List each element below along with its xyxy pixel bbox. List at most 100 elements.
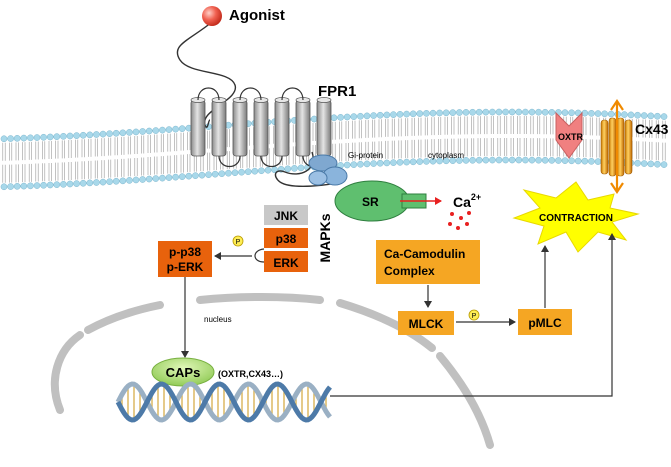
- lipid-head-inner: [469, 156, 476, 164]
- lipid-tails: [55, 140, 59, 181]
- lipid-head-inner: [132, 176, 140, 184]
- transmembrane-helix: [274, 99, 290, 157]
- phospho-label-mapk: P: [236, 239, 241, 246]
- pmlc-box: [518, 309, 572, 335]
- pmlc-label: pMLC: [528, 316, 562, 330]
- lipid-tails: [477, 116, 481, 157]
- lipid-tails: [207, 130, 211, 171]
- contraction-label: CONTRACTION: [539, 213, 613, 224]
- lipid-tails: [121, 136, 125, 177]
- lipid-head-outer: [79, 131, 87, 139]
- mapks-label: MAPKs: [317, 213, 333, 262]
- transmembrane-helix: [253, 99, 269, 157]
- lipid-head-outer: [436, 109, 443, 117]
- caps-targets-label: (OXTR,CX43…): [218, 369, 283, 379]
- lipid-head-outer: [601, 110, 608, 118]
- lipid-head-outer: [548, 109, 556, 116]
- lipid-head-inner: [396, 159, 404, 166]
- lipid-head-outer: [541, 108, 549, 116]
- lipid-head-outer: [634, 111, 641, 119]
- lipid-head-inner: [495, 156, 503, 164]
- lipid-head-inner: [13, 183, 21, 190]
- lipid-head-outer: [132, 128, 140, 136]
- lipid-tails: [94, 138, 98, 179]
- lipid-head-outer: [13, 135, 21, 142]
- lipid-head-inner: [0, 183, 8, 191]
- lipid-head-outer: [581, 109, 589, 117]
- lipid-head-inner: [370, 160, 377, 167]
- lipid-tails: [180, 132, 184, 173]
- lipid-head-outer: [621, 111, 628, 118]
- mlck-box: [398, 311, 454, 335]
- lipid-head-inner: [165, 174, 173, 181]
- lipid-tails: [292, 124, 296, 165]
- cytoplasm-label: cytoplasm: [428, 151, 464, 160]
- lipid-head-inner: [561, 157, 569, 164]
- erk-label: ERK: [273, 256, 299, 270]
- lipid-head-outer: [350, 113, 358, 120]
- lipid-head-outer: [535, 108, 542, 116]
- lipid-head-inner: [409, 158, 417, 166]
- phospho-label-mlck: P: [472, 313, 477, 320]
- lipid-tails: [451, 116, 455, 157]
- pp38-label: p-p38: [169, 245, 201, 259]
- lipid-head-outer: [106, 130, 113, 137]
- lipid-head-inner: [66, 180, 74, 188]
- p38-label: p38: [276, 232, 297, 246]
- lipid-head-inner: [244, 168, 252, 175]
- mlck-label: MLCK: [409, 317, 444, 331]
- lipid-head-outer: [310, 115, 318, 123]
- lipid-head-inner: [343, 161, 351, 169]
- dna-strand-front: [115, 381, 332, 423]
- lipid-head-inner: [515, 156, 523, 164]
- lipid-tails: [352, 120, 356, 161]
- lipid-tails: [589, 117, 593, 158]
- extracellular-loop: [281, 87, 304, 101]
- ca-label: Ca2+: [453, 192, 481, 210]
- lipid-head-outer: [376, 111, 384, 119]
- lipid-tails: [75, 139, 79, 180]
- lipid-head-inner: [73, 180, 80, 187]
- lipid-head-inner: [192, 172, 199, 179]
- caps-label: CAPs: [166, 365, 201, 380]
- lipid-tails: [61, 140, 65, 181]
- lipid-head-outer: [482, 108, 490, 116]
- lipid-head-outer: [449, 109, 457, 116]
- lipid-tails: [385, 118, 389, 159]
- dna-to-contraction-arrow: [330, 233, 616, 397]
- lipid-tails: [464, 116, 468, 157]
- lipid-tails: [15, 142, 19, 183]
- lipid-head-outer: [343, 113, 351, 121]
- lipid-head-inner: [634, 159, 641, 167]
- lipid-tails: [424, 117, 428, 158]
- lipid-head-inner: [211, 170, 219, 178]
- lipid-head-outer: [469, 108, 476, 116]
- lipid-head-outer: [528, 108, 536, 116]
- lipid-tails: [147, 135, 151, 176]
- lipid-tails: [358, 120, 362, 161]
- lipid-head-inner: [297, 164, 305, 172]
- lipid-head-inner: [126, 177, 133, 184]
- ca-ion-dots: [448, 211, 471, 230]
- red-sphere-icon: [202, 6, 222, 26]
- lipid-tails: [68, 139, 72, 180]
- lipid-tails: [497, 116, 501, 157]
- lipid-head-inner: [159, 174, 166, 182]
- lipid-head-inner: [429, 157, 437, 165]
- lipid-head-inner: [238, 168, 245, 176]
- jnk-box: [264, 205, 308, 225]
- lipid-head-inner: [462, 157, 470, 164]
- lipid-head-inner: [258, 167, 265, 175]
- lipid-tails: [418, 117, 422, 158]
- lipid-head-outer: [370, 112, 377, 119]
- lipid-head-outer: [0, 135, 8, 143]
- lipid-head-outer: [442, 109, 450, 117]
- lipid-tails: [596, 117, 600, 158]
- lipid-tails: [530, 116, 534, 157]
- lipid-head-outer: [647, 112, 655, 120]
- lipid-head-inner: [291, 165, 298, 172]
- lipid-head-outer: [607, 110, 615, 118]
- lipid-head-inner: [647, 160, 655, 168]
- jnk-label: JNK: [274, 209, 298, 223]
